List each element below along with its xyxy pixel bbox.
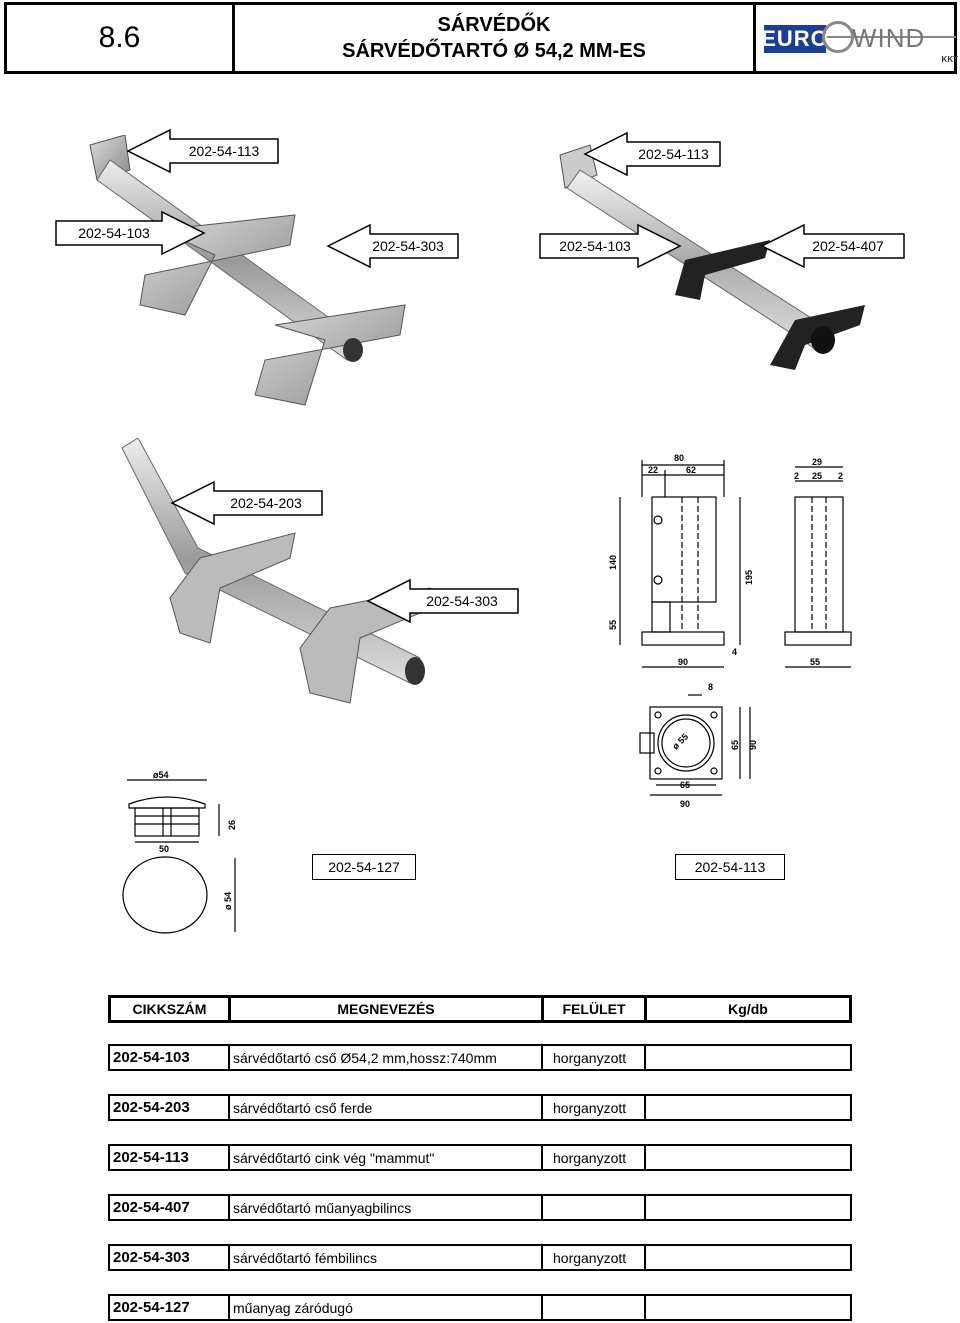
cell-code: 202-54-127 [110, 1296, 230, 1319]
cell-surface: horganyzott [543, 1246, 646, 1269]
dim-80: 80 [674, 453, 684, 463]
cell-weight [646, 1146, 850, 1169]
page-title: SÁRVÉDŐK SÁRVÉDŐTARTÓ Ø 54,2 MM-ES [235, 5, 756, 71]
product-image-straight-holder [89, 135, 406, 406]
cell-surface [543, 1196, 646, 1219]
cell-code: 202-54-303 [110, 1246, 230, 1269]
title-line-1: SÁRVÉDŐK [437, 14, 551, 36]
dim-90c: 90 [680, 799, 690, 809]
table-row: 202-54-113 sárvédőtartó cink vég "mammut… [108, 1144, 852, 1171]
cell-weight [646, 1296, 850, 1319]
title-line-2: SÁRVÉDŐTARTÓ Ø 54,2 MM-ES [342, 40, 646, 62]
company-logo: EURO WIND KKT [756, 5, 958, 71]
cell-surface: horganyzott [543, 1146, 646, 1169]
cell-name: műanyag záródugó [230, 1296, 543, 1319]
dim-2b: 2 [838, 471, 843, 481]
table-row: 202-54-407 sárvédőtartó műanyagbilincs [108, 1194, 852, 1221]
arrow-label-mid-left-103: 202-54-103 [55, 210, 206, 256]
cell-code: 202-54-203 [110, 1096, 230, 1119]
cell-name: sárvédőtartó cink vég "mammut" [230, 1146, 543, 1169]
dim-4: 4 [732, 647, 737, 657]
box-label-drawing-113: 202-54-113 [675, 854, 785, 880]
technical-drawing-end-bracket: 80 22 62 140 55 195 90 4 29 2 25 2 55 8 … [608, 453, 852, 809]
arrow-label-top-right-113: 202-54-113 [583, 131, 721, 177]
technical-drawing-plug: ø54 26 50 ø 54 [122, 770, 237, 934]
cell-name: sárvédőtartó cső ferde [230, 1096, 543, 1119]
product-image-angled-holder [121, 438, 431, 704]
cell-weight [646, 1196, 850, 1219]
table-row: 202-54-303 sárvédőtartó fémbilincs horga… [108, 1244, 852, 1271]
dim-65b: 65 [680, 780, 690, 790]
cell-code: 202-54-103 [110, 1046, 230, 1069]
dim-29: 29 [812, 457, 822, 467]
page-header: 8.6 SÁRVÉDŐK SÁRVÉDŐTARTÓ Ø 54,2 MM-ES E… [4, 2, 958, 74]
col-header-name: MEGNEVEZÉS [231, 998, 544, 1020]
plug-dim-50: 50 [159, 844, 169, 854]
section-number: 8.6 [7, 5, 235, 71]
box-label-plug-127: 202-54-127 [312, 854, 416, 880]
arrow-label-angled-303: 202-54-303 [366, 578, 519, 624]
product-image-plastic-clamp-holder [559, 144, 865, 370]
dim-140: 140 [608, 555, 618, 570]
dim-195: 195 [744, 570, 754, 585]
dim-2a: 2 [794, 471, 799, 481]
col-header-weight: Kg/db [728, 1001, 768, 1017]
cell-name: sárvédőtartó cső Ø54,2 mm,hossz:740mm [230, 1046, 543, 1069]
cell-name: sárvédőtartó fémbilincs [230, 1246, 543, 1269]
table-header: CIKKSZÁM MEGNEVEZÉS FELÜLET Kg/db [108, 995, 852, 1023]
cell-surface: horganyzott [543, 1096, 646, 1119]
dim-diameter-55: ø 55 [670, 732, 690, 752]
cell-surface: horganyzott [543, 1046, 646, 1069]
cell-weight [646, 1096, 850, 1119]
dim-62: 62 [686, 465, 696, 475]
dim-90b: 90 [748, 740, 758, 750]
dim-55a: 55 [608, 620, 618, 630]
arrow-label-mid-right-103: 202-54-103 [539, 223, 682, 269]
plug-dim-d54b: ø 54 [223, 892, 233, 910]
table-row: 202-54-103 sárvédőtartó cső Ø54,2 mm,hos… [108, 1044, 852, 1071]
arrow-label-top-left-113: 202-54-113 [126, 128, 279, 174]
cell-surface [543, 1296, 646, 1319]
col-header-code: CIKKSZÁM [111, 998, 231, 1020]
arrow-label-mid-303: 202-54-303 [326, 223, 459, 269]
plug-dim-26: 26 [227, 820, 237, 830]
cell-name: sárvédőtartó műanyagbilincs [230, 1196, 543, 1219]
dim-25: 25 [812, 471, 822, 481]
dim-22: 22 [648, 465, 658, 475]
table-row: 202-54-203 sárvédőtartó cső ferde horgan… [108, 1094, 852, 1121]
cell-code: 202-54-113 [110, 1146, 230, 1169]
dim-8: 8 [708, 682, 713, 692]
dim-55b: 55 [810, 657, 820, 667]
arrow-label-right-407: 202-54-407 [760, 223, 905, 269]
table-row: 202-54-127 műanyag záródugó [108, 1294, 852, 1321]
dim-65a: 65 [730, 740, 740, 750]
arrow-label-angled-203: 202-54-203 [170, 480, 323, 526]
dim-90a: 90 [678, 657, 688, 667]
cell-code: 202-54-407 [110, 1196, 230, 1219]
logo-euro-text: EURO [761, 25, 829, 53]
plug-dim-d54a: ø54 [153, 770, 169, 780]
logo-wind-text: WIND [852, 23, 926, 53]
col-header-surface: FELÜLET [544, 998, 647, 1020]
logo-kkt-text: KKT [941, 55, 958, 64]
cell-weight [646, 1246, 850, 1269]
cell-weight [646, 1046, 850, 1069]
logo-ring-icon [822, 21, 854, 53]
